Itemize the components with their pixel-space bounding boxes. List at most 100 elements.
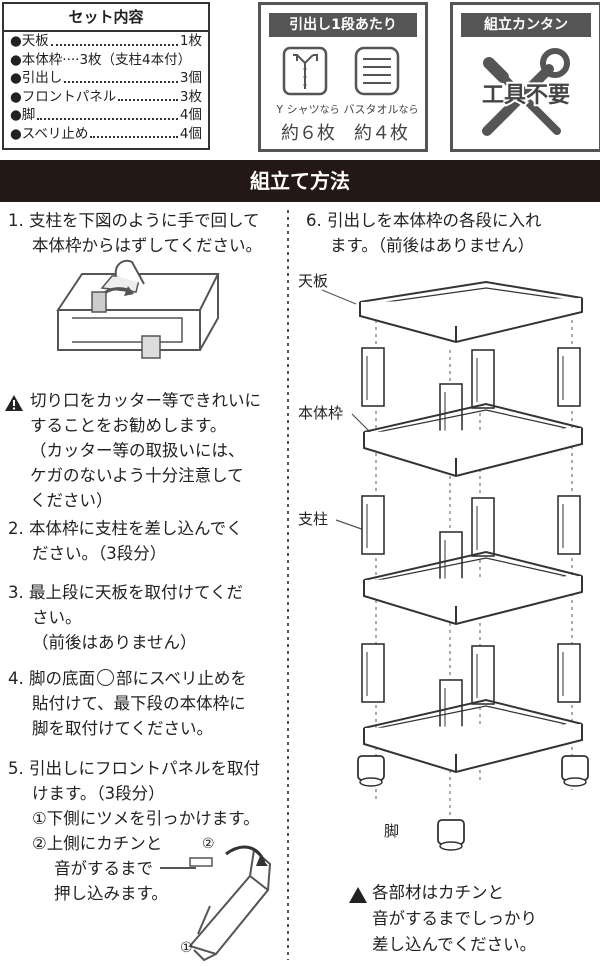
post — [361, 347, 385, 407]
step-4-line-1a: 4. 脚の底面 — [8, 669, 95, 688]
contents-item-name: ●スベリ止め — [10, 125, 89, 142]
leg — [357, 755, 385, 781]
leader-dots — [64, 69, 178, 83]
contents-item: ●脚 4個 — [4, 106, 208, 125]
label-frame: 本体枠 — [298, 404, 344, 422]
leader-dots — [50, 32, 178, 46]
front-panel-illustration — [160, 845, 272, 962]
step-3-line-1: 3. 最上段に天板を取付けてくだ — [8, 583, 243, 602]
note-line-3: 差し込んでください。 — [372, 935, 537, 954]
set-contents-title: セット内容 — [4, 4, 208, 32]
shirt-caption-b: なら — [319, 105, 340, 116]
note-line-2: 音がするまでしっかり — [372, 909, 537, 928]
contents-item-qty: 1枚 — [179, 33, 202, 49]
step-5-line-3: ①下側にツメを引っかけます。 — [32, 809, 260, 828]
bottom-note: 各部材はカチンと 音がするまでしっかり 差し込んでください。 — [372, 880, 537, 958]
post — [471, 349, 495, 409]
assembly-method-banner: 組立て方法 — [0, 160, 600, 202]
step-4-line-2: 貼付けて、最下段の本体枠に — [32, 694, 246, 713]
caution-note: 切り口をカッター等できれいに することをお勧めします。 （カッター等の取扱いには… — [30, 388, 261, 513]
rack-tier — [361, 643, 583, 774]
shirt-count: 約６枚 — [281, 123, 335, 144]
step-3: 3. 最上段に天板を取付けてくだ さい。 （前後はありません） — [8, 580, 243, 655]
post — [471, 645, 495, 705]
post — [557, 643, 581, 703]
caution-line-4: ケガのないよう十分注意して — [30, 466, 244, 485]
column-divider — [287, 210, 289, 960]
step-1-line-1: 1. 支柱を下図のように手で回して — [8, 211, 260, 230]
post — [557, 495, 581, 555]
step-1-line-2: 本体枠からはずしてください。 — [32, 236, 263, 255]
post — [557, 347, 581, 407]
contents-item: ●本体枠····3枚（支柱4本付） — [4, 51, 208, 70]
contents-item-qty: 4個 — [179, 107, 202, 123]
tool-free-title: 組立カンタン — [461, 13, 591, 37]
tool-free-text: 工具不要 — [480, 81, 572, 110]
step-6: 6. 引出しを本体枠の各段に入れ ます。（前後はありません） — [306, 208, 542, 258]
step-2-line-1: 2. 本体枠に支柱を差し込んでく — [8, 519, 243, 538]
caution-line-1: 切り口をカッター等できれいに — [30, 391, 261, 410]
note-line-1: 各部材はカチンと — [372, 883, 504, 902]
contents-item-name: ●脚 — [10, 107, 36, 123]
rack-tier — [361, 495, 583, 626]
shirt-icon — [282, 46, 328, 96]
set-contents-box: セット内容 ●天板 1枚 ●本体枠····3枚（支柱4本付） ●引出し 3個 ●フロントパ… — [2, 2, 210, 150]
caution-line-5: ください） — [30, 491, 113, 510]
note-warning-icon — [349, 887, 367, 903]
post — [471, 497, 495, 557]
step-6-line-2: ます。（前後はありません） — [330, 236, 535, 255]
mark-1: ① — [180, 940, 193, 956]
label-post: 支柱 — [298, 510, 329, 528]
towel-icon — [354, 46, 400, 96]
shirt-caption-a: Y シャツ — [276, 103, 320, 116]
step-4-line-1: 4. 脚の底面 部にスベリ止めを — [8, 666, 247, 691]
contents-item-name: ●引出し — [10, 70, 63, 86]
step-1: 1. 支柱を下図のように手で回して 本体枠からはずしてください。 — [8, 208, 262, 258]
contents-item-qty: 3個 — [179, 70, 202, 86]
leader-dots — [118, 88, 178, 101]
step-2-line-2: ださい。（3段分） — [32, 544, 167, 563]
step-5-line-2: けます。（3段分） — [32, 784, 165, 803]
label-top-board: 天板 — [298, 272, 329, 290]
step-4-line-1b: 部にスベリ止めを — [116, 669, 247, 688]
towel-count: 約４枚 — [354, 123, 408, 144]
remove-post-illustration — [56, 259, 220, 359]
rack-exploded-illustration — [321, 280, 589, 851]
step-4: 4. 脚の底面 部にスベリ止めを 貼付けて、最下段の本体枠に 脚を取付けてください… — [8, 666, 247, 741]
step-5-line-5: 音がするまで — [54, 859, 153, 878]
leader-dots — [37, 106, 178, 120]
post — [361, 643, 385, 703]
step-3-line-2: さい。 — [32, 608, 82, 627]
warning-icon — [5, 395, 23, 411]
towel-caption: バスタオルなら 約４枚 — [343, 101, 419, 145]
leader-dots — [90, 125, 178, 138]
towel-caption-b: なら — [398, 105, 419, 116]
post — [361, 495, 385, 555]
step-4-line-3: 脚を取付けてください。 — [32, 719, 214, 738]
caution-line-2: することをお勧めします。 — [30, 416, 227, 435]
drawer-capacity-badge: 引出し1段あたり Y シャツなら 約６枚 バスタオルなら 約４枚 — [258, 2, 428, 152]
contents-item-name: ●天板 — [10, 33, 49, 49]
circle-mark — [97, 669, 114, 686]
drawer-capacity-title: 引出し1段あたり — [269, 13, 417, 37]
leg — [437, 819, 465, 845]
step-6-line-1: 6. 引出しを本体枠の各段に入れ — [306, 211, 542, 230]
mark-2: ② — [202, 836, 215, 852]
contents-item-name: ●フロントパネル — [10, 88, 117, 105]
tools-icon — [482, 48, 570, 136]
contents-item: ●天板 1枚 — [4, 32, 208, 51]
contents-item-name: ●本体枠····3枚（支柱4本付） — [10, 51, 192, 68]
step-3-line-3: （前後はありません） — [32, 633, 197, 652]
step-5-line-4: ②上側にカチンと — [32, 834, 163, 853]
tool-free-badge: 組立カンタン 工具不要 — [450, 2, 600, 152]
step-2: 2. 本体枠に支柱を差し込んでく ださい。（3段分） — [8, 516, 243, 566]
step-5-line-1: 5. 引出しにフロントパネルを取付 — [8, 759, 260, 778]
contents-item: ●引出し 3個 — [4, 69, 208, 88]
shirt-caption: Y シャツなら 約６枚 — [275, 101, 341, 145]
caution-line-3: （カッター等の取扱いには、 — [30, 441, 245, 460]
rack-tier — [361, 347, 583, 478]
towel-caption-a: バスタオル — [343, 103, 399, 116]
